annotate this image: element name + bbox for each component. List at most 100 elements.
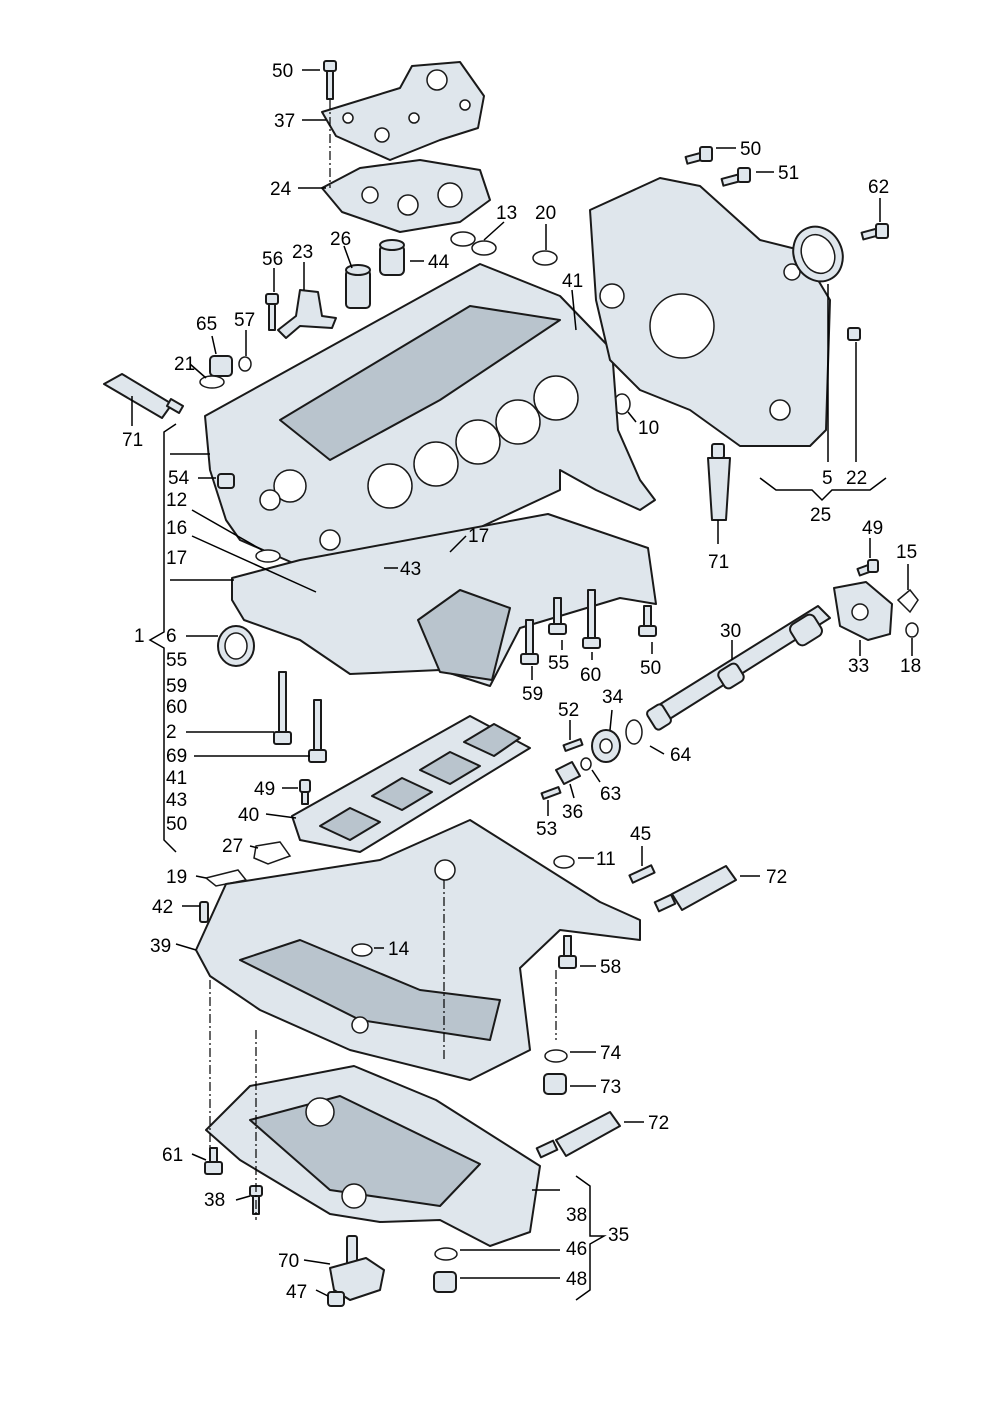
callout-52: 52: [558, 700, 579, 721]
part-seal-6[interactable]: [217, 625, 255, 667]
callout-11: 11: [596, 849, 616, 870]
callout-59: 59: [522, 684, 543, 705]
part-bolt-60[interactable]: [582, 589, 601, 649]
callout-14: 14: [388, 939, 410, 960]
part-bedplate[interactable]: [231, 513, 657, 687]
callout-26: 26: [330, 229, 351, 250]
part-plug-65[interactable]: [209, 355, 233, 377]
callout-35: 35: [608, 1225, 629, 1246]
part-oil-pan-lower-38[interactable]: [205, 1065, 541, 1247]
part-dowel-pin-42[interactable]: [199, 901, 209, 923]
part-housing-37[interactable]: [321, 61, 485, 161]
part-bolt-49-bearing[interactable]: [299, 779, 311, 805]
part-sealant-tube-72-upper[interactable]: [653, 865, 737, 913]
part-gear-34[interactable]: [591, 729, 621, 763]
part-o-ring-74[interactable]: [544, 1049, 568, 1063]
callout-62: 62: [868, 177, 889, 198]
part-o-ring-20[interactable]: [532, 250, 558, 266]
callout-40: 40: [238, 805, 259, 826]
callout-46: 46: [566, 1239, 587, 1260]
callout-27: 27: [222, 836, 243, 857]
part-bolt-55[interactable]: [548, 597, 567, 635]
part-gasket-15[interactable]: [896, 588, 919, 614]
part-gasket-12[interactable]: [255, 549, 281, 563]
part-oil-sensor-70[interactable]: [329, 1235, 385, 1301]
callout-55: 55: [548, 653, 569, 674]
callout-45: 45: [630, 824, 651, 845]
callout-64: 64: [670, 745, 692, 766]
part-sealant-tube-71-left[interactable]: [103, 373, 185, 419]
part-bolt-58[interactable]: [558, 935, 577, 969]
callout-60: 60: [580, 665, 601, 686]
callout-50-top: 50: [272, 61, 293, 82]
part-o-ring-18[interactable]: [905, 622, 919, 638]
part-bearing-shells-40[interactable]: [291, 715, 531, 853]
part-drain-plug-48[interactable]: [433, 1271, 457, 1293]
callout-51: 51: [778, 163, 799, 184]
callout-21: 21: [174, 354, 195, 375]
callout-55-list: 55: [166, 650, 187, 671]
part-o-ring-57[interactable]: [238, 356, 252, 372]
callout-44: 44: [428, 252, 450, 273]
callout-39: 39: [150, 936, 171, 957]
callout-50-cover: 50: [740, 139, 761, 160]
part-plug-54[interactable]: [217, 473, 235, 489]
part-sleeve-26[interactable]: [345, 264, 371, 309]
callout-15: 15: [896, 542, 917, 563]
callout-17-right: 17: [468, 526, 489, 547]
callout-2: 2: [166, 722, 177, 743]
part-o-ring-21[interactable]: [199, 375, 225, 389]
callout-37: 37: [274, 111, 295, 132]
part-dowel-pin-22[interactable]: [847, 327, 861, 341]
callout-74: 74: [600, 1043, 622, 1064]
part-sealant-tube-72-lower[interactable]: [535, 1111, 621, 1159]
callout-numbers: 50 37 24 13 20 44 26 23 56 57 65 21 41 7…: [122, 61, 921, 1303]
part-gasket-27[interactable]: [253, 841, 292, 865]
callout-60-list: 60: [166, 697, 187, 718]
callout-22: 22: [846, 468, 867, 489]
part-oil-pan-upper-39[interactable]: [195, 819, 641, 1081]
leader-lines: [131, 69, 913, 1301]
part-bolt-52[interactable]: [562, 738, 584, 752]
part-drain-plug-73[interactable]: [543, 1073, 567, 1095]
callout-71-right: 71: [708, 552, 729, 573]
part-bolt-62[interactable]: [860, 223, 889, 241]
part-bolt-61[interactable]: [204, 1147, 223, 1175]
part-bolt-51[interactable]: [720, 167, 751, 187]
part-seal-5[interactable]: [784, 218, 851, 289]
part-stud-45[interactable]: [628, 864, 656, 884]
part-clip-36[interactable]: [555, 761, 581, 785]
part-shaft-30[interactable]: [646, 605, 831, 731]
callout-12: 12: [166, 490, 187, 511]
callout-38-pan: 38: [566, 1205, 587, 1226]
part-engine-block[interactable]: [204, 263, 656, 587]
callout-65: 65: [196, 314, 217, 335]
part-o-rings-13[interactable]: [450, 231, 497, 256]
part-gasket-24[interactable]: [321, 159, 491, 233]
part-bolt-49-pump[interactable]: [856, 559, 879, 577]
part-bolt-2[interactable]: [273, 671, 292, 745]
part-bolt-50-cover[interactable]: [684, 146, 713, 165]
callout-53: 53: [536, 819, 557, 840]
part-valve-44[interactable]: [379, 239, 405, 276]
part-o-ring-63[interactable]: [580, 757, 592, 771]
part-oil-jet-23[interactable]: [277, 289, 337, 339]
callout-43-upper: 43: [400, 559, 421, 580]
part-nut-47[interactable]: [327, 1291, 345, 1307]
callout-5: 5: [822, 468, 833, 489]
part-o-ring-64[interactable]: [625, 719, 643, 745]
part-timing-cover-25[interactable]: [589, 177, 831, 447]
part-bolt-56[interactable]: [265, 293, 279, 331]
part-o-ring-14[interactable]: [351, 943, 373, 957]
callout-42: 42: [152, 897, 173, 918]
part-o-ring-46[interactable]: [434, 1247, 458, 1261]
part-o-ring-11[interactable]: [553, 855, 575, 869]
part-pump-33[interactable]: [833, 581, 893, 641]
part-bolt-69[interactable]: [308, 699, 327, 763]
part-bolt-59[interactable]: [520, 619, 539, 665]
part-bolt-50-top[interactable]: [323, 60, 337, 100]
part-sealant-tube-71-right[interactable]: [707, 443, 731, 521]
part-bolt-53[interactable]: [540, 786, 562, 800]
part-bolt-50-bedplate[interactable]: [638, 605, 657, 637]
callout-23: 23: [292, 242, 313, 263]
